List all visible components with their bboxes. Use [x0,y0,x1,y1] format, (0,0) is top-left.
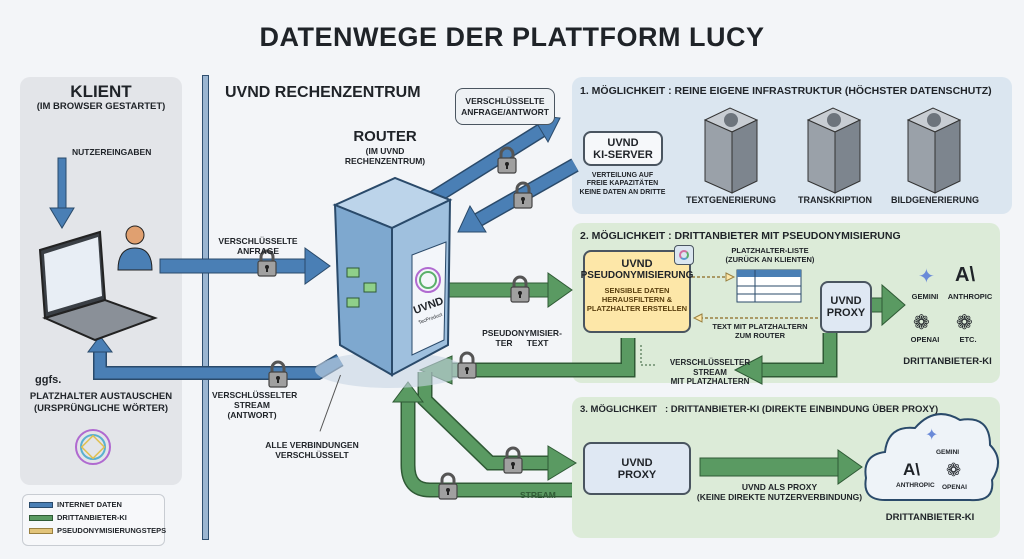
openai-icon: ❁ [913,312,930,334]
lock-icon [456,351,478,380]
client-subheading: (IM BROWSER GESTARTET) [36,101,166,112]
client-heading: KLIENT [70,82,132,101]
note-line2: (URSPRÜNGLICHE WÖRTER) [33,403,169,414]
gemini-icon: ✦ [918,266,935,288]
option2-heading: 2. MÖGLICHKEIT : DRITTANBIETER MIT PSEUD… [580,230,901,242]
anthropic-icon: A\ [903,460,920,479]
providers-label-option2: DRITTANBIETER-KI [903,356,992,367]
legend-item-internet: INTERNET DATEN [29,500,166,509]
placeholder-list-label: PLATZHALTER-LISTE(ZURÜCK AN KLIENTEN) [725,246,815,264]
server-label-text: TEXTGENERIERUNG [686,195,777,205]
legend-item-thirdparty: DRITTANBIETER-KI [29,513,166,522]
datacenter-divider [202,75,209,540]
provider-openai: OPENAI [910,335,940,344]
cloud-provider-gemini: GEMINI [936,449,960,456]
openai-icon-etc: ❁ [956,312,973,334]
laptop-icon [38,230,158,342]
router-to-pseudo-arrow [444,272,573,308]
legend-item-pseudo: PSEUDONYMISIERUNGSTEPS [29,526,166,535]
anthropic-icon: A\ [955,264,975,286]
option1-heading: 1. MÖGLICHKEIT : REINE EIGENE INFRASTRUK… [580,85,992,97]
legend: INTERNET DATEN DRITTANBIETER-KI PSEUDONY… [22,494,166,546]
cloud-icon [864,413,999,502]
provider-etc: ETC. [959,335,977,344]
green-arrow-icon [29,514,53,521]
user-avatar-icon [117,225,153,271]
lock-icon [437,472,459,501]
provider-anthropic: ANTHROPIC [947,292,993,301]
proxy-to-providers-arrow [869,283,906,327]
cloud-provider-openai: OPENAI [942,484,967,491]
router-title: ROUTER [353,128,417,145]
router-cube [315,176,465,388]
datacenter-heading: UVND RECHENZENTRUM [225,84,421,101]
router-subtitle: (IM UVND RECHENZENTRUM) [344,146,426,167]
placeholder-list-icon [736,269,802,303]
server-label-transcription: TRANSKRIPTION [798,195,872,205]
input-label: NUTZEREINGABEN [72,147,152,157]
openai-icon: ❁ [946,460,962,480]
lock-icon [502,446,524,475]
note-line1: PLATZHALTER AUSTAUSCHEN [29,391,173,402]
cloud-provider-anthropic: ANTHROPIC [896,482,935,489]
stream-dotted-arrow [640,345,655,366]
stream-label: STREAM [520,490,556,500]
yellow-arrow-icon [29,527,53,534]
option3-heading: 3. MÖGLICHKEIT : DRITTANBIETER-KI (DIREK… [580,404,939,415]
lock-icon [267,360,289,389]
blue-arrow-icon [29,501,53,508]
providers-label-option3: DRITTANBIETER-KI [885,512,975,523]
option3-proxy-arrow [699,449,863,485]
note-prefix: ggfs. [35,374,62,386]
proxy-note: UVND ALS PROXY(KEINE DIREKTE NUTZERVERBI… [696,482,863,503]
pseudo-logo-icon [674,245,694,265]
lock-icon [509,275,531,304]
server-icons [703,107,962,194]
server-label-image: BILDGENERIERUNG [890,195,979,205]
page-title: DATENWEGE DER PLATTFORM LUCY [259,22,765,52]
provider-gemini: GEMINI [911,292,939,301]
client-logo-icon [75,429,111,465]
gemini-icon: ✦ [925,427,939,444]
input-arrow [49,157,75,229]
pseudo-text-label: PSEUDONYMISIER-TER TEXT [482,328,562,349]
